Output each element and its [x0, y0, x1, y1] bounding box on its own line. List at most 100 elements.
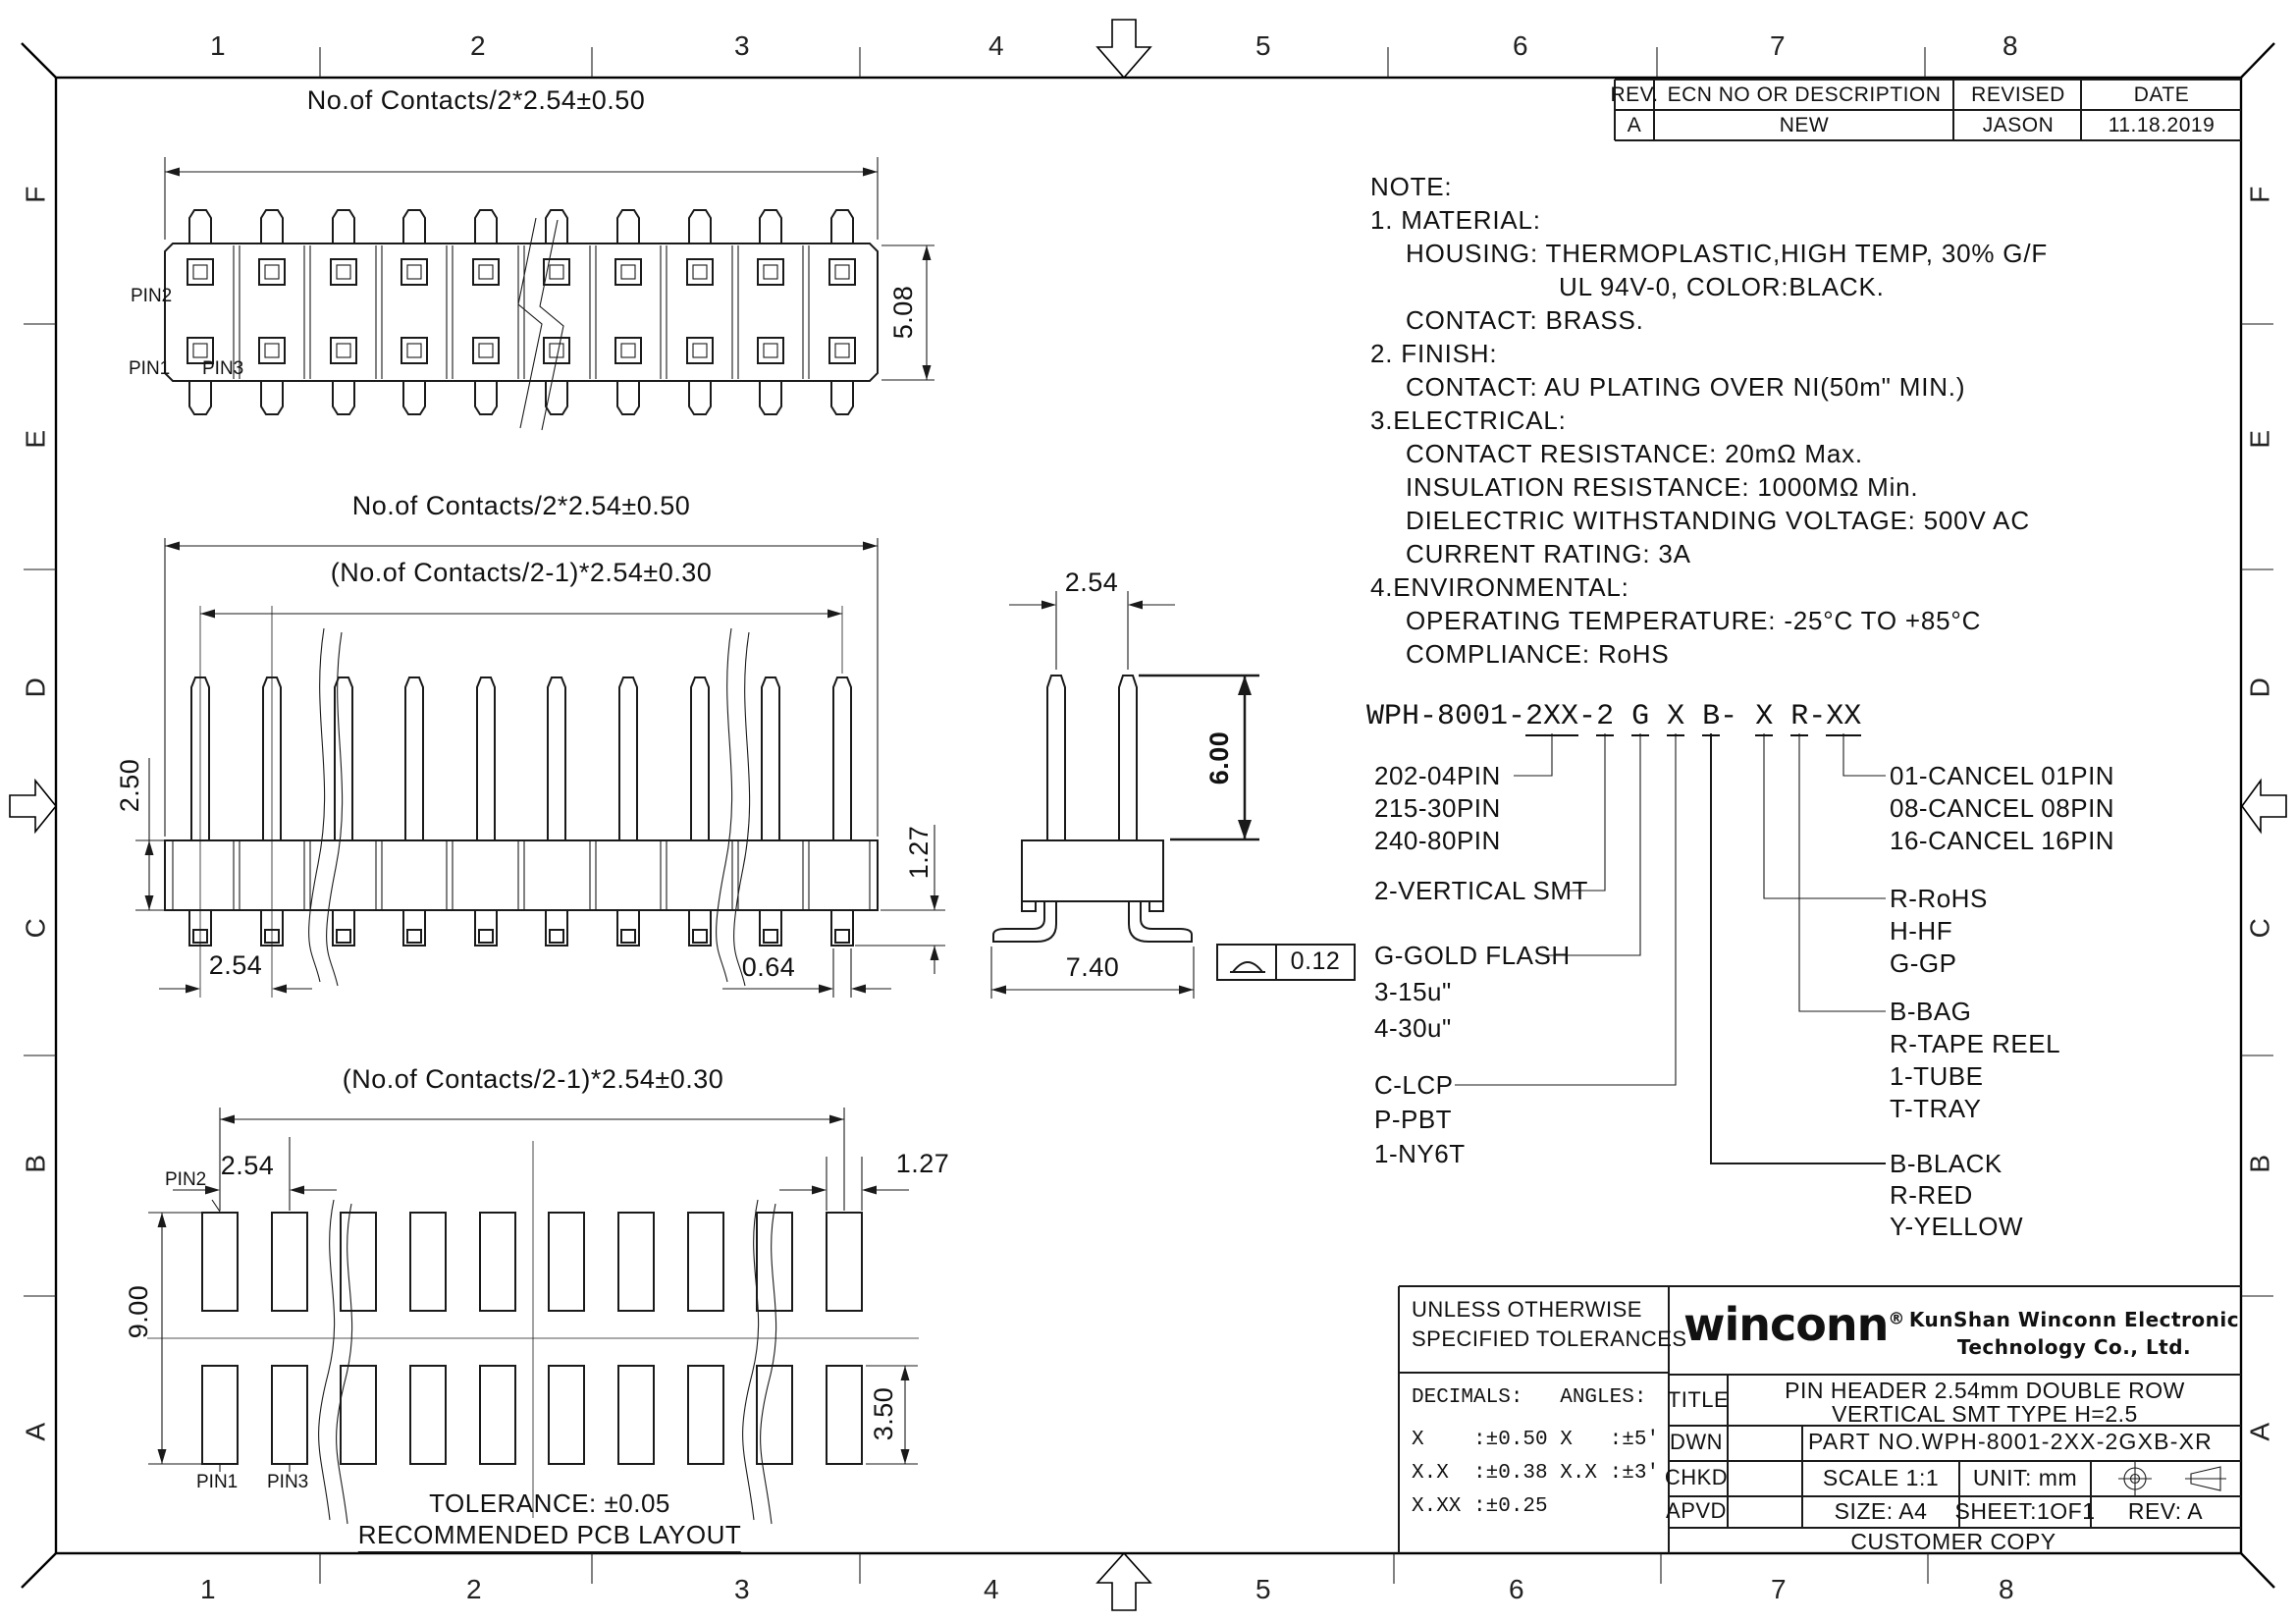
zone-label: A — [20, 1422, 51, 1441]
zone-label: 6 — [1512, 30, 1529, 61]
part-option: 2-VERTICAL SMT — [1374, 876, 1588, 905]
company-name-line2: Technology Co., Ltd. — [1956, 1335, 2192, 1359]
zone-label: 1 — [209, 30, 227, 61]
part-option: 1-TUBE — [1890, 1061, 1984, 1091]
zone-label: 2 — [469, 30, 487, 61]
note-line: 1. MATERIAL: — [1370, 205, 1541, 235]
zone-label: 6 — [1508, 1574, 1525, 1604]
part-option: 01-CANCEL 01PIN — [1890, 761, 2115, 790]
part-option: G-GOLD FLASH — [1374, 941, 1571, 970]
scale-value: SCALE 1:1 — [1822, 1465, 1940, 1490]
unit-value: UNIT: mm — [1972, 1465, 2078, 1490]
drawing-title-line1: PIN HEADER 2.54mm DOUBLE ROW — [1785, 1378, 2185, 1403]
dimension-label: 2.50 — [115, 758, 145, 813]
note-line: COMPLIANCE: RoHS — [1406, 639, 1670, 669]
tolerance-note-line1: UNLESS OTHERWISE — [1412, 1297, 1642, 1322]
zone-label: C — [20, 917, 51, 939]
zone-label: 7 — [1770, 1574, 1788, 1604]
part-option: C-LCP — [1374, 1070, 1454, 1100]
dimension-label: 1.27 — [904, 825, 934, 880]
tolerance-row: X :±0.50 X :±5' — [1412, 1429, 1660, 1451]
dimension-label: 5.08 — [888, 285, 919, 340]
note-line: 3.ELECTRICAL: — [1370, 406, 1567, 435]
company-name-line1: KunShan Winconn Electronic — [1908, 1308, 2240, 1331]
view-front-elevation — [135, 538, 945, 998]
part-option: G-GP — [1890, 948, 1957, 978]
revision-header-date: DATE — [2133, 83, 2190, 106]
dimension-label: 6.00 — [1204, 730, 1235, 785]
rev-value: REV: A — [2127, 1498, 2204, 1524]
revision-revised: JASON — [1982, 114, 2055, 136]
dimension-label: No.of Contacts/2*2.54±0.50 — [351, 491, 691, 520]
note-line: HOUSING: THERMOPLASTIC,HIGH TEMP, 30% G/… — [1406, 239, 2049, 268]
center-arrow-left-icon — [9, 778, 58, 835]
center-arrow-top-icon — [1095, 19, 1152, 80]
part-option: 3-15u" — [1374, 977, 1452, 1006]
size-value: SIZE: A4 — [1834, 1498, 1928, 1524]
zone-label: F — [20, 186, 51, 203]
revision-header-rev: REV. — [1610, 83, 1659, 106]
view-pcb-layout — [147, 1108, 919, 1525]
zone-label: 3 — [733, 30, 751, 61]
zone-label: 2 — [465, 1574, 483, 1604]
zone-label: B — [2244, 1154, 2275, 1173]
sheet-frame — [9, 19, 2287, 1611]
zone-label: D — [2244, 676, 2275, 698]
pin3-label: PIN3 — [267, 1472, 309, 1492]
apvd-label: APVD — [1666, 1498, 1727, 1523]
revision-description: NEW — [1779, 114, 1830, 136]
dimension-label: No.of Contacts/2*2.54±0.50 — [306, 85, 646, 115]
part-option: 4-30u" — [1374, 1013, 1452, 1043]
pin3-label: PIN3 — [202, 358, 244, 379]
dimension-label: (No.of Contacts/2-1)*2.54±0.30 — [342, 1064, 724, 1094]
part-option: Y-YELLOW — [1890, 1212, 2023, 1241]
dimension-label: 2.54 — [208, 950, 263, 980]
zone-label: E — [20, 429, 51, 449]
chkd-label: CHKD — [1664, 1465, 1729, 1489]
pin2-label: PIN2 — [165, 1169, 207, 1190]
center-arrow-bottom-icon — [1095, 1551, 1152, 1611]
part-option: 240-80PIN — [1374, 826, 1501, 855]
zone-label: 8 — [2002, 30, 2019, 61]
dimension-label: 1.27 — [895, 1149, 950, 1178]
part-no: PART NO.WPH-8001-2XX-2GXB-XR — [1808, 1429, 2213, 1454]
dimension-label: 3.50 — [869, 1386, 899, 1441]
note-line: INSULATION RESISTANCE: 1000MΩ Min. — [1406, 472, 1919, 502]
zone-label: A — [2244, 1422, 2275, 1441]
part-option: P-PBT — [1374, 1105, 1453, 1134]
dimension-label: 7.40 — [1065, 952, 1120, 982]
zone-label: 4 — [983, 1574, 1000, 1604]
part-option: 202-04PIN — [1374, 761, 1501, 790]
pin2-label: PIN2 — [131, 286, 173, 306]
note-line: UL 94V-0, COLOR:BLACK. — [1559, 272, 1885, 301]
dimension-label: 9.00 — [124, 1284, 154, 1339]
part-option: 08-CANCEL 08PIN — [1890, 793, 2115, 823]
part-option: R-RoHS — [1890, 884, 1988, 913]
flatness-symbol-icon — [1230, 961, 1265, 973]
part-option: 1-NY6T — [1374, 1139, 1466, 1168]
part-number-leaders — [1455, 733, 1886, 1164]
dimension-label: 2.54 — [220, 1151, 275, 1180]
drawing-title-line2: VERTICAL SMT TYPE H=2.5 — [1832, 1401, 2138, 1427]
zone-label: 7 — [1769, 30, 1787, 61]
part-option: T-TRAY — [1890, 1094, 1982, 1123]
tolerance-row: X.XX :±0.25 — [1412, 1495, 1548, 1518]
part-option: 215-30PIN — [1374, 793, 1501, 823]
part-option: H-HF — [1890, 916, 1953, 946]
zone-label: F — [2244, 186, 2275, 203]
title-block-grid — [1398, 1285, 2241, 1553]
tolerance-note-line2: SPECIFIED TOLERANCES — [1412, 1326, 1687, 1351]
dwn-label: DWN — [1669, 1430, 1724, 1454]
note-line: NOTE: — [1370, 172, 1453, 201]
sheet-value: SHEET:1OF1 — [1954, 1498, 2096, 1524]
pcb-layout-caption: RECOMMENDED PCB LAYOUT — [357, 1521, 742, 1553]
zone-label: 5 — [1255, 30, 1272, 61]
part-option: R-RED — [1890, 1180, 1973, 1210]
revision-table-grid — [1614, 79, 2241, 141]
zone-label: 4 — [988, 30, 1005, 61]
zone-label: E — [2244, 429, 2275, 449]
part-option: B-BLACK — [1890, 1149, 2002, 1178]
part-option: 16-CANCEL 16PIN — [1890, 826, 2115, 855]
